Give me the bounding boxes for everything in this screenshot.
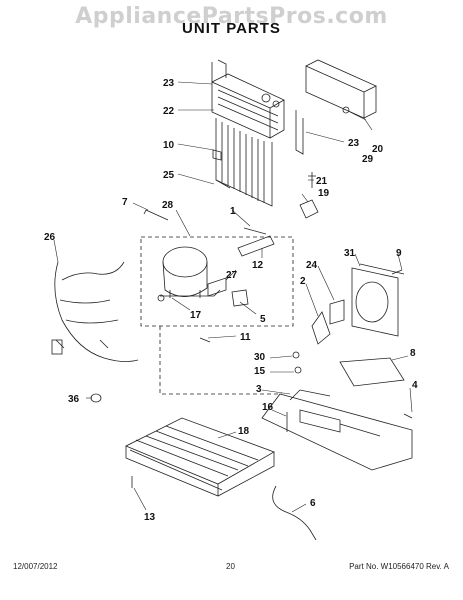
coil-18 [125,417,275,497]
screw-9 [391,269,403,275]
callout-28: 28 [162,200,174,211]
capacitor-5 [231,289,249,307]
callout-2: 2 [300,276,306,287]
callout-25: 25 [163,170,175,181]
callout-9: 9 [396,248,402,259]
callout-12: 12 [252,260,264,271]
callout-7: 7 [122,197,128,208]
fan-blade [311,311,331,345]
compressor-group-box [140,236,294,327]
watermark: AppliancePartsPros.com [75,4,388,29]
callout-10: 10 [163,140,175,151]
page-title: UNIT PARTS [182,20,281,37]
callout-24: 24 [306,260,318,271]
motor-bracket [339,357,405,387]
screw-1 [243,227,267,235]
callout-1: 1 [230,206,236,217]
callout-6: 6 [310,498,316,509]
callout-36: 36 [68,394,80,405]
control-bracket [305,59,377,119]
callout-31: 31 [344,248,356,259]
footer-page-number: 20 [226,562,235,571]
fan-shroud [351,263,405,337]
screw-7 [143,209,169,221]
relay-12 [237,235,275,257]
callout-13: 13 [144,512,156,523]
callout-23b: 23 [348,138,360,149]
footer-date: 12/007/2012 [13,562,58,571]
callout-16: 16 [262,402,274,413]
callout-3: 3 [256,384,262,395]
grommet-30 [292,351,300,359]
callout-23: 23 [163,78,175,89]
wire-harness [51,261,139,362]
drain-tube-6 [272,485,317,541]
callout-17: 17 [190,310,202,321]
callout-5: 5 [260,314,266,325]
callout-15: 15 [254,366,266,377]
plug-36 [90,393,102,403]
callout-18: 18 [238,426,250,437]
machine-tray [261,389,413,471]
callout-19: 19 [318,188,330,199]
callout-4: 4 [412,380,418,391]
drain-tube [295,110,304,155]
condenser-coil [212,118,273,207]
callout-27: 27 [226,270,238,281]
footer-part-number: Part No. W10566470 Rev. A [349,562,449,571]
screw-11 [199,337,211,343]
callout-20: 20 [372,144,384,155]
callout-8: 8 [410,348,416,359]
callout-21: 21 [316,176,328,187]
grommet-15 [294,366,302,374]
callout-29: 29 [362,154,374,165]
overload-27 [207,277,227,297]
compressor-to-tray-line [159,326,282,395]
compressor [157,246,221,302]
callout-22: 22 [163,106,175,117]
condenser-assembly [211,59,285,139]
callout-11: 11 [240,332,251,343]
fan-motor [329,299,345,325]
callout-26: 26 [44,232,56,243]
clip-19 [299,199,319,219]
callout-30: 30 [254,352,266,363]
